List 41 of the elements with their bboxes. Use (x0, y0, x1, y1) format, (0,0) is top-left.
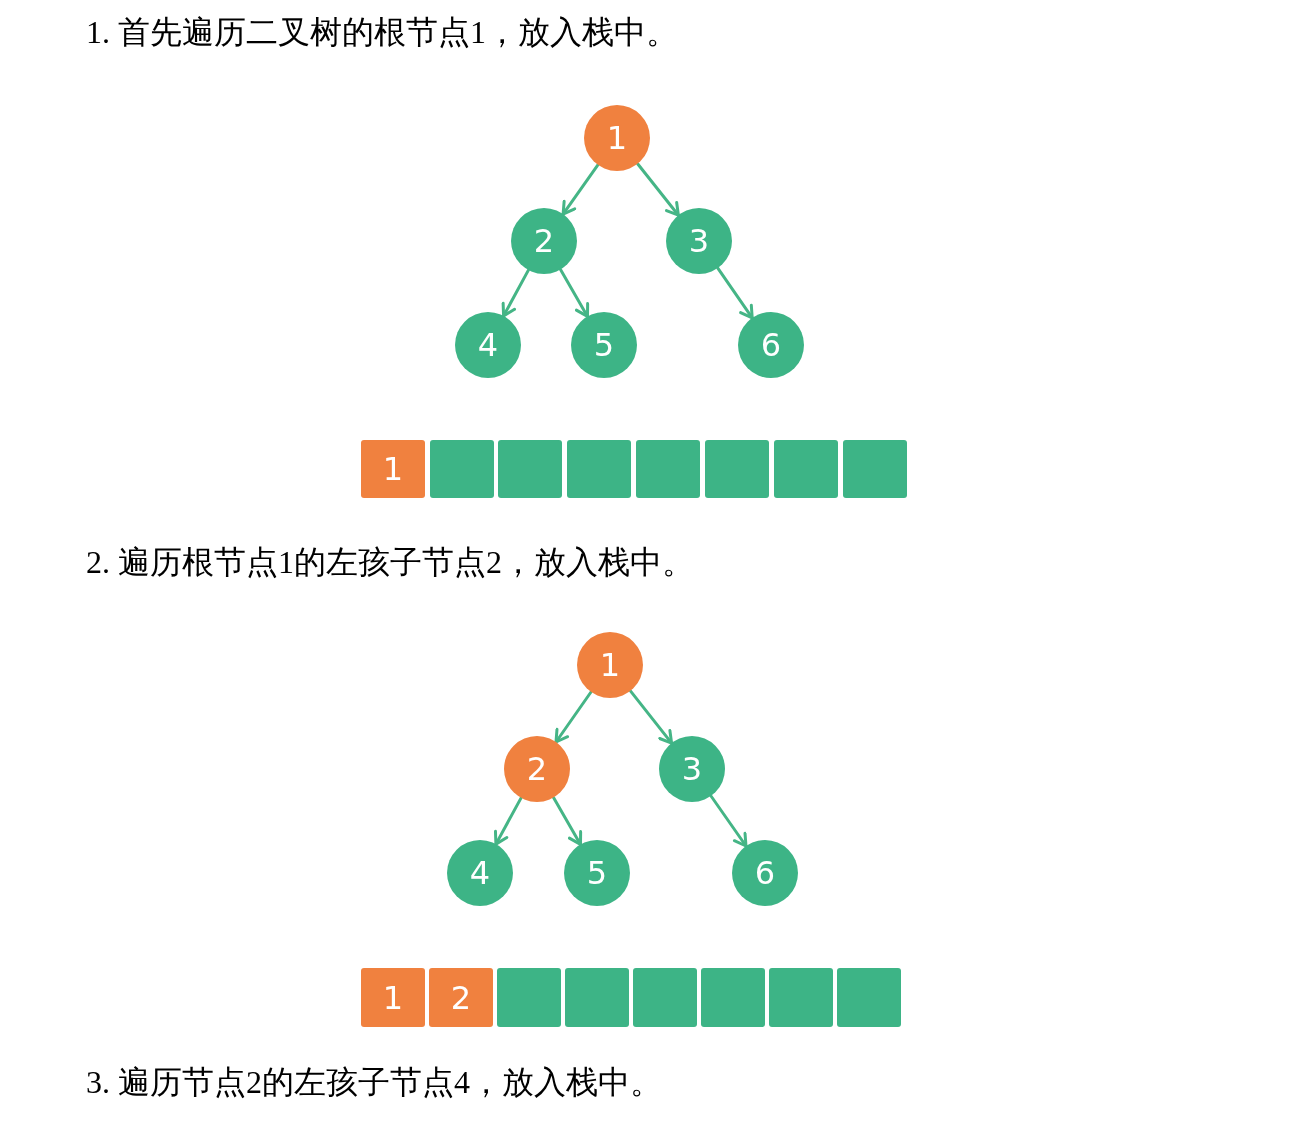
arrow (716, 266, 754, 320)
stack-slot (636, 440, 700, 498)
arrow (501, 268, 530, 318)
stack-slot (701, 968, 765, 1027)
node-circle: 6 (732, 840, 798, 906)
stack-slot: 2 (429, 968, 493, 1027)
arrow (554, 690, 593, 744)
node-circle: 1 (584, 105, 650, 171)
stack-slot (633, 968, 697, 1027)
node-circle: 3 (659, 736, 725, 802)
step-text: 3. 遍历节点2的左孩子节点4，放入栈中。 (86, 1063, 662, 1102)
node-circle: 3 (666, 208, 732, 274)
arrow (559, 268, 590, 318)
node-circle: 2 (504, 736, 570, 802)
node-circle: 5 (564, 840, 630, 906)
stack-slot: 1 (361, 440, 425, 498)
node-circle: 4 (455, 312, 521, 378)
stack-slot (705, 440, 769, 498)
stack-slot (565, 968, 629, 1027)
stack-slot (430, 440, 494, 498)
node-circle: 6 (738, 312, 804, 378)
stack-slot (567, 440, 631, 498)
arrow (628, 689, 674, 745)
node-circle: 5 (571, 312, 637, 378)
stack-slot (843, 440, 907, 498)
stack-slot (497, 968, 561, 1027)
arrow (636, 162, 680, 217)
arrow (552, 796, 583, 846)
step-text: 1. 首先遍历二叉树的根节点1，放入栈中。 (86, 13, 678, 52)
arrow (709, 794, 748, 848)
node-circle: 2 (511, 208, 577, 274)
node-circle: 4 (447, 840, 513, 906)
stack-slot (837, 968, 901, 1027)
stack-slot (774, 440, 838, 498)
stack-slot (769, 968, 833, 1027)
node-circle: 1 (577, 632, 643, 698)
step-text: 2. 遍历根节点1的左孩子节点2，放入栈中。 (86, 543, 694, 582)
stack-slot: 1 (361, 968, 425, 1027)
arrow (561, 163, 600, 216)
arrow (493, 796, 523, 846)
stack-slot (498, 440, 562, 498)
